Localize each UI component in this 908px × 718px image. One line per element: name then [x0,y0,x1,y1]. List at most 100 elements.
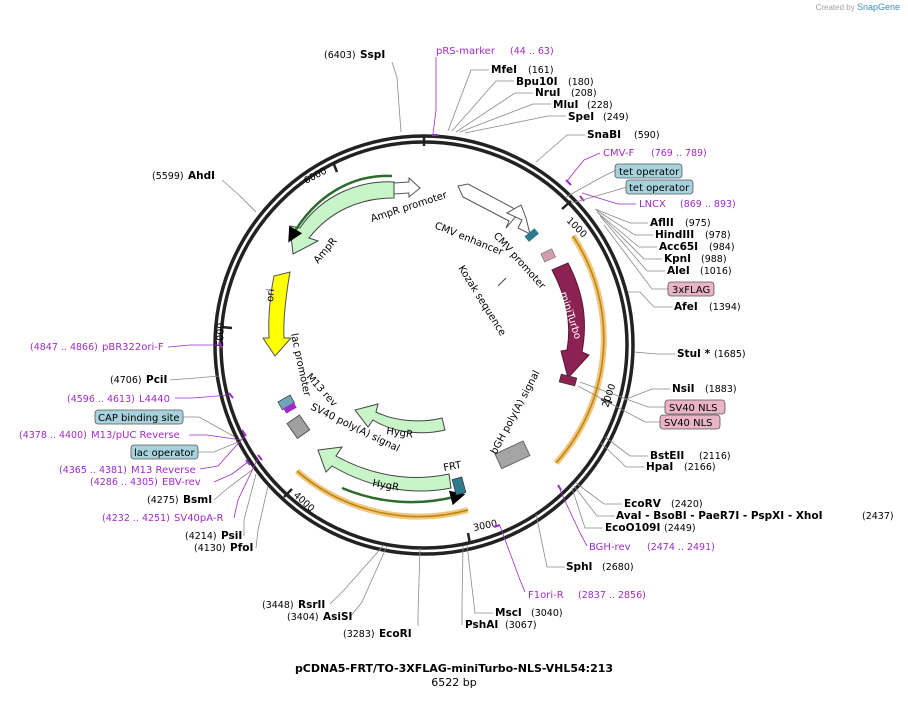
lead-alei [599,215,665,272]
pos-ahdi: (5599) [152,171,184,182]
lead-bpu10i [451,80,514,132]
pos-bsmi: (4275) [147,495,179,506]
enzyme-spei: SpeI [568,111,594,123]
lead-pfoi [255,485,269,549]
enzyme-nsii: NsiI [672,383,695,395]
plead-prs [432,57,437,135]
enzyme-acc65i: Acc65I [659,241,698,253]
lead-bsmi [213,469,253,501]
label-hygr-inner: HygR [386,426,414,441]
ampr-arrow [289,181,395,255]
lead-spei [464,115,566,134]
cmv-enhancer-arrow [457,183,519,229]
primer-pbr322ori-f-range: (4847 .. 4866) [30,342,98,353]
ampr-outer-line [288,174,393,243]
ori-arrow [262,271,293,357]
enzyme-psii: PsiI [221,530,242,542]
lead-ecorv [575,482,622,505]
enzyme-ahdi: AhdI [188,170,215,182]
plead-pbr [167,344,219,348]
label-kozak: Kozak sequence [455,264,507,338]
pos-hpai: (2166) [684,462,716,473]
lead-stui [633,351,675,355]
lead-afei [628,291,672,308]
lead-sphi [535,513,565,568]
tick-label-3000: 3000 [472,518,498,534]
primer-mark-lncx [579,195,585,202]
label-lac-promoter: lac promoter [288,332,312,398]
box-sv40-nls-1 [664,399,726,415]
plead-lncx [581,192,636,205]
lead-pcii [169,375,220,381]
lead-mlui [459,103,551,133]
lead-nsii [623,388,670,401]
primer-lncx-range: (869 .. 893) [680,199,736,210]
enzyme-afei: AfeI [674,301,698,313]
enzyme-bsmi: BsmI [183,494,212,506]
lead-psii [243,473,257,536]
enzyme-bsteii: BstEII [650,450,684,462]
pos-hindiii: (978) [705,230,731,241]
primer-sv40pa-r-range: (4232 .. 4251) [102,513,170,524]
primer-l4440-range: (4596 .. 4613) [67,394,135,405]
enzyme-hpai: HpaI [646,461,673,473]
pos-acc65i: (984) [709,242,735,253]
pos-afei: (1394) [709,302,741,313]
lead-hpai [600,442,644,468]
pos-pshai: (3067) [505,620,537,631]
tick-3000 [466,532,472,545]
enzyme-snabi: SnaBI [587,129,621,141]
lead-avai [573,485,615,517]
enzyme-pshai: PshAI [465,619,498,631]
label-sv40-nls-1: SV40 NLS [669,403,718,414]
pos-asisi: (3404) [287,612,319,623]
primer-f1ori-r-range: (2837 .. 2856) [578,590,646,601]
enzyme-aflii: AflII [650,217,674,229]
primer-prs-range: (44 .. 63) [510,46,554,57]
pos-bsteii: (2116) [699,451,731,462]
arc-orange-right-core [555,235,605,464]
primer-bgh-rev: BGH-rev [589,542,631,553]
plead-l4440 [175,394,230,399]
primer-m13puc-range: (4378 .. 4400) [19,430,87,441]
box-cap-binding-site [94,409,184,425]
tick-1000 [561,200,572,210]
lead-tet-op-2 [571,186,628,204]
lead-ecori [417,547,421,626]
pos-pfoi: (4130) [194,543,226,554]
plead-ebv [213,461,249,483]
label-tet-operator-1: tet operator [619,167,680,178]
enzyme-labels: (6403) SspI MfeI (161) Bpu10I (180) NruI… [110,49,894,640]
boxed-features: tet operator tet operator 3xFLAG SV40 NL… [94,163,726,460]
pos-bpu10i: (180) [568,77,594,88]
lead-ahdi [221,179,257,213]
primer-l4440: L4440 [139,394,170,405]
lead-mfei [447,69,489,132]
box-lac-operator [130,444,199,460]
tick-4000 [283,488,293,498]
snapgene-credit: Created by SnapGene [816,2,900,12]
lead-asisi [349,545,388,618]
lead-msci [466,544,493,614]
pos-ecori: (3283) [343,629,375,640]
primer-mark-bgh [557,484,562,491]
lead-sv40-nls-1 [579,381,665,408]
primer-m13-reverse-range: (4365 .. 4381) [59,465,127,476]
tick-label-5000: 5000 [215,323,227,348]
primer-m13puc: M13/pUC Reverse [91,430,180,441]
pos-avai-group: (2437) [862,511,894,522]
enzyme-stui: StuI * [677,348,711,360]
lead-aflii [594,208,648,224]
lead-acc65i [596,211,657,248]
enzyme-ecori: EcoRI [379,628,412,640]
enzyme-sphi: SphI [566,561,592,573]
enzyme-sspi: SspI [360,49,385,61]
bgh-polya-block [494,440,531,470]
label-sv40-nls-2: SV40 NLS [664,418,713,429]
pos-nsii: (1883) [705,384,737,395]
lead-kpni [597,212,662,260]
pos-spei: (249) [603,112,629,123]
m13-mark [283,402,297,414]
box-sv40-nls-2 [659,414,721,430]
